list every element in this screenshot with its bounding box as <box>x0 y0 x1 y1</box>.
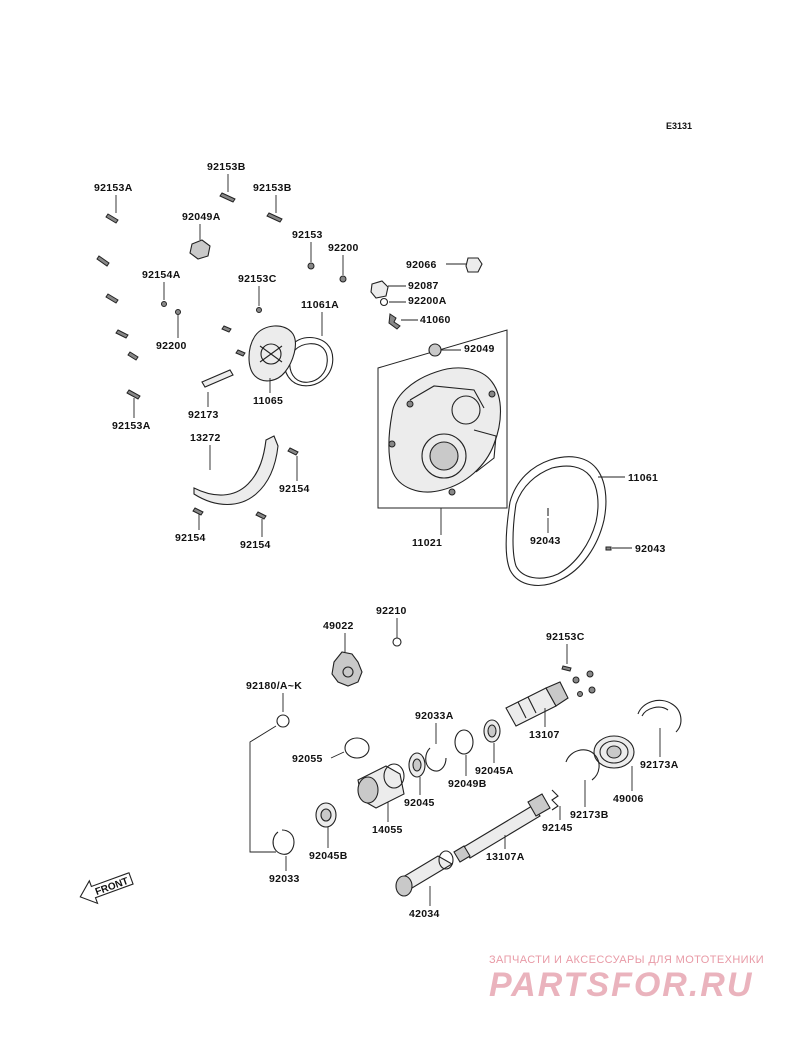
label-92154-right[interactable]: 92154 <box>279 483 310 495</box>
label-92153A-top[interactable]: 92153A <box>94 182 133 194</box>
diagram-code: E3131 <box>666 121 692 131</box>
label-92153C-top[interactable]: 92153C <box>238 273 277 285</box>
label-14055[interactable]: 14055 <box>372 824 403 836</box>
label-92210[interactable]: 92210 <box>376 605 407 617</box>
shaft-13107A <box>453 793 551 863</box>
label-92153[interactable]: 92153 <box>292 229 323 241</box>
label-92033A[interactable]: 92033A <box>415 710 454 722</box>
boot-49006 <box>593 735 635 769</box>
label-92173B[interactable]: 92173B <box>570 809 609 821</box>
shaft-13107 <box>505 681 569 727</box>
watermark-tagline: ЗАПЧАСТИ И АКСЕССУАРЫ ДЛЯ МОТОТЕХНИКИ <box>489 954 764 966</box>
label-13107A[interactable]: 13107A <box>486 851 525 863</box>
label-92154A[interactable]: 92154A <box>142 269 181 281</box>
label-92045A[interactable]: 92045A <box>475 765 514 777</box>
label-49022[interactable]: 49022 <box>323 620 354 632</box>
label-92043-inner[interactable]: 92043 <box>530 535 561 547</box>
label-92200-top[interactable]: 92200 <box>328 242 359 254</box>
label-92153C-bottom[interactable]: 92153C <box>546 631 585 643</box>
label-92154-left[interactable]: 92154 <box>175 532 206 544</box>
label-49006[interactable]: 49006 <box>613 793 644 805</box>
label-13272[interactable]: 13272 <box>190 432 221 444</box>
label-11061[interactable]: 11061 <box>628 472 658 484</box>
label-92153B-2[interactable]: 92153B <box>253 182 292 194</box>
label-41060[interactable]: 41060 <box>420 314 451 326</box>
bearing-92045A <box>483 719 501 743</box>
label-92049A[interactable]: 92049A <box>182 211 221 223</box>
label-92154-mid[interactable]: 92154 <box>240 539 271 551</box>
bearing-92045 <box>408 752 426 778</box>
housing-14055 <box>357 763 405 809</box>
label-92153A-bottom[interactable]: 92153A <box>112 420 151 432</box>
crankcase-cover-11021 <box>388 367 501 496</box>
label-92045[interactable]: 92045 <box>404 797 435 809</box>
cover-11065 <box>248 325 296 382</box>
gear-49022 <box>331 651 363 687</box>
label-11021[interactable]: 11021 <box>412 537 442 549</box>
universal-joint-42034 <box>395 850 454 897</box>
label-92049B[interactable]: 92049B <box>448 778 487 790</box>
label-13107[interactable]: 13107 <box>529 729 560 741</box>
label-92033[interactable]: 92033 <box>269 873 300 885</box>
label-11065[interactable]: 11065 <box>253 395 283 407</box>
label-92087[interactable]: 92087 <box>408 280 439 292</box>
label-92045B[interactable]: 92045B <box>309 850 348 862</box>
label-92153B-1[interactable]: 92153B <box>207 161 246 173</box>
bearing-92045B <box>315 802 337 828</box>
label-92173[interactable]: 92173 <box>188 409 219 421</box>
bolt-92153A-group <box>96 213 141 400</box>
watermark-logo: PARTSFOR.RU <box>489 966 753 1004</box>
label-92200A[interactable]: 92200A <box>408 295 447 307</box>
label-92043-outer[interactable]: 92043 <box>635 543 666 555</box>
label-11061A[interactable]: 11061A <box>301 299 339 311</box>
label-92180[interactable]: 92180/A~K <box>246 680 302 692</box>
label-92173A[interactable]: 92173A <box>640 759 679 771</box>
label-92145[interactable]: 92145 <box>542 822 573 834</box>
label-42034[interactable]: 42034 <box>409 908 440 920</box>
clamp-92173A <box>637 699 682 733</box>
label-92055[interactable]: 92055 <box>292 753 323 765</box>
label-92200-left[interactable]: 92200 <box>156 340 187 352</box>
label-92066[interactable]: 92066 <box>406 259 437 271</box>
front-direction-arrow: FRONT <box>79 872 134 905</box>
label-92049[interactable]: 92049 <box>464 343 495 355</box>
